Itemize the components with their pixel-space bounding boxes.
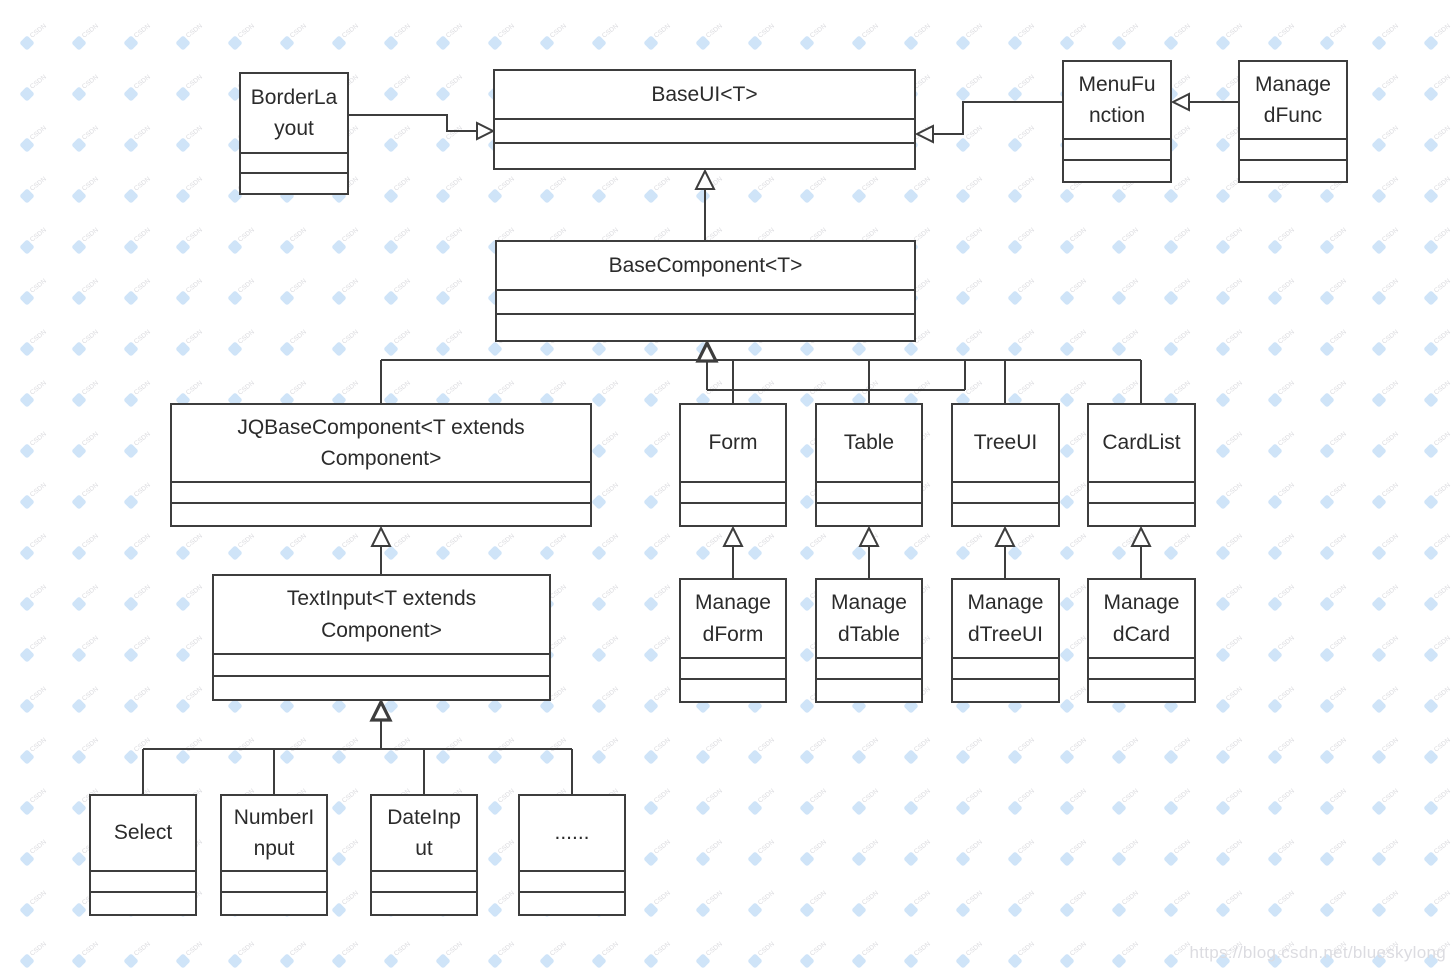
methods-compartment: [214, 675, 549, 699]
class-name-label: BaseUI<T>: [651, 82, 758, 106]
class-name-label: JQBaseComponent<T extends Component>: [237, 415, 525, 471]
class-box-dateinput: DateInp ut: [370, 794, 478, 916]
attributes-compartment: [214, 653, 549, 675]
class-name-label: Manage dTable: [831, 591, 907, 646]
edge-managedcard-cardlist: [1130, 525, 1152, 578]
edge-managedtable-table: [858, 525, 880, 578]
edge-borderlayout-baseui: [349, 114, 496, 141]
attributes-compartment: [172, 481, 590, 502]
attributes-compartment: [222, 870, 326, 891]
edge-managedtreeui-treeui: [994, 525, 1016, 578]
edge-bus-basecomponent-children: [380, 339, 1142, 403]
class-box-managedtreeui: Manage dTreeUI: [951, 578, 1060, 703]
attributes-compartment: [372, 870, 476, 891]
attributes-compartment: [1089, 481, 1194, 502]
attributes-compartment: [1240, 138, 1346, 159]
methods-compartment: [1089, 502, 1194, 525]
class-box-managedform: Manage dForm: [679, 578, 787, 703]
class-box-menufunction: MenuFu nction: [1062, 60, 1172, 183]
methods-compartment: [681, 502, 785, 525]
attributes-compartment: [681, 657, 785, 678]
methods-compartment: [172, 502, 590, 525]
class-box-numberinput: NumberI nput: [220, 794, 328, 916]
methods-compartment: [817, 678, 921, 701]
methods-compartment: [681, 678, 785, 701]
methods-compartment: [497, 313, 914, 340]
class-box-treeui: TreeUI: [951, 403, 1060, 527]
class-name-label: DateInp ut: [387, 805, 461, 861]
methods-compartment: [241, 172, 347, 193]
methods-compartment: [520, 891, 624, 914]
class-box-textinput: TextInput<T extends Component>: [212, 574, 551, 701]
edge-bus-textinput-children: [142, 698, 573, 794]
attributes-compartment: [817, 657, 921, 678]
class-name-label: Table: [843, 431, 895, 455]
class-box-ellipsis: ......: [518, 794, 626, 916]
class-name-label: Manage dForm: [695, 591, 771, 646]
class-box-table: Table: [815, 403, 923, 527]
class-name-label: BorderLa yout: [250, 85, 338, 141]
attributes-compartment: [91, 870, 195, 891]
attributes-compartment: [1089, 657, 1194, 678]
edge-basecomponent-baseui: [694, 168, 716, 240]
class-name-label: Manage dFunc: [1255, 72, 1331, 128]
attributes-compartment: [817, 481, 921, 502]
class-box-managedfunc: Manage dFunc: [1238, 60, 1348, 183]
attributes-compartment: [520, 870, 624, 891]
class-box-select: Select: [89, 794, 197, 916]
methods-compartment: [222, 891, 326, 914]
class-name-label: MenuFu nction: [1078, 72, 1156, 128]
class-name-label: ......: [554, 821, 590, 845]
attributes-compartment: [241, 152, 347, 172]
edge-managedform-form: [722, 525, 744, 578]
edge-textinput-jqbasecomponent: [370, 525, 392, 574]
class-name-label: NumberI nput: [233, 805, 315, 861]
methods-compartment: [495, 142, 914, 168]
attributes-compartment: [495, 118, 914, 142]
class-box-jqbasecomponent: JQBaseComponent<T extends Component>: [170, 403, 592, 527]
class-name-label: Form: [708, 431, 758, 455]
attributes-compartment: [953, 481, 1058, 502]
class-box-managedcard: Manage dCard: [1087, 578, 1196, 703]
class-name-label: TextInput<T extends Component>: [286, 587, 477, 642]
edge-managedfunc-menufunction: [1170, 92, 1238, 112]
class-name-label: Manage dCard: [1103, 591, 1180, 646]
class-name-label: TreeUI: [973, 431, 1038, 455]
methods-compartment: [817, 502, 921, 525]
class-box-basecomponent: BaseComponent<T>: [495, 240, 916, 342]
class-name-label: Manage dTreeUI: [967, 591, 1044, 646]
methods-compartment: [1089, 678, 1194, 701]
class-box-cardlist: CardList: [1087, 403, 1196, 527]
attributes-compartment: [497, 289, 914, 313]
methods-compartment: [91, 891, 195, 914]
class-name-label: CardList: [1102, 431, 1181, 455]
methods-compartment: [1064, 159, 1170, 181]
class-box-form: Form: [679, 403, 787, 527]
attributes-compartment: [681, 481, 785, 502]
class-box-borderlayout: BorderLa yout: [239, 72, 349, 195]
attributes-compartment: [953, 657, 1058, 678]
watermark-url: https://blog.csdn.net/blueskylong: [1189, 943, 1446, 962]
edge-menufunction-baseui: [914, 101, 1062, 144]
methods-compartment: [1240, 159, 1346, 181]
class-box-baseui: BaseUI<T>: [493, 69, 916, 170]
methods-compartment: [953, 678, 1058, 701]
class-box-managedtable: Manage dTable: [815, 578, 923, 703]
methods-compartment: [372, 891, 476, 914]
methods-compartment: [953, 502, 1058, 525]
class-name-label: Select: [113, 821, 173, 845]
class-name-label: BaseComponent<T>: [608, 253, 803, 277]
attributes-compartment: [1064, 138, 1170, 159]
